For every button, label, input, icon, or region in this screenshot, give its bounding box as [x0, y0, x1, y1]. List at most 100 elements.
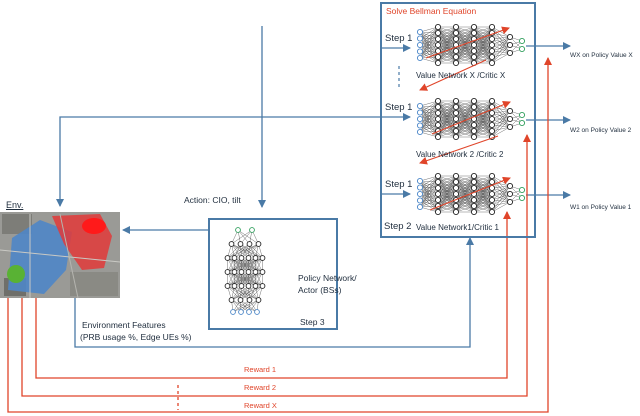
neuron-node: [518, 111, 526, 119]
neuron-node: [518, 186, 526, 194]
neuron-node: [238, 283, 245, 289]
env-label: Env.: [6, 200, 24, 210]
neuron-node: [470, 103, 478, 111]
reward-2-arrow: [21, 134, 531, 397]
neuron-node: [488, 127, 496, 135]
neuron-node: [434, 23, 442, 31]
neuron-node: [235, 227, 241, 233]
neuron-node: [259, 255, 266, 261]
neuron-node: [434, 115, 442, 123]
neuron-node: [224, 283, 231, 289]
wx-output-label: WX on Policy Value X: [570, 52, 633, 59]
environment-map-image: [0, 212, 121, 299]
action-label: Action: CIO, tilt: [184, 195, 241, 205]
neuron-node: [416, 128, 424, 136]
neuron-node: [452, 97, 460, 105]
neuron-node: [231, 255, 238, 261]
neuron-node: [470, 41, 478, 49]
neuron-node: [452, 53, 460, 61]
reward-x-arrow: [7, 57, 552, 413]
neuron-node: [246, 309, 252, 315]
neuron-node: [452, 109, 460, 117]
neuron-node: [470, 196, 478, 204]
neuron-node: [488, 41, 496, 49]
step3-label: Step 3: [300, 317, 325, 327]
neuron-node: [488, 196, 496, 204]
neuron-node: [245, 269, 252, 275]
neuron-node: [231, 269, 238, 275]
neuron-node: [488, 59, 496, 67]
neuron-node: [238, 309, 244, 315]
neuron-node: [434, 53, 442, 61]
neuron-node: [452, 115, 460, 123]
value-network-x-label: Value Network X /Critic X: [416, 71, 506, 80]
neuron-node: [470, 97, 478, 105]
value-network-1-label: Value Network1/Critic 1: [416, 223, 499, 232]
reward-x-label: Reward X: [244, 401, 277, 410]
neuron-node: [452, 184, 460, 192]
reward-1-label: Reward 1: [244, 365, 277, 374]
neuron-node: [506, 198, 514, 206]
neuron-node: [434, 103, 442, 111]
neuron-node: [488, 121, 496, 129]
neuron-node: [434, 41, 442, 49]
neuron-node: [416, 41, 424, 49]
neuron-node: [452, 59, 460, 67]
w2-output-label: W2 on Policy Value 2: [570, 127, 632, 134]
neuron-node: [434, 172, 442, 180]
neuron-node: [255, 241, 262, 247]
neuron-node: [506, 107, 514, 115]
neuron-node: [416, 54, 424, 62]
neuron-node: [470, 178, 478, 186]
neuron-node: [518, 119, 526, 127]
neuron-node: [434, 35, 442, 43]
neuron-node: [416, 48, 424, 55]
neuron-node: [434, 178, 442, 186]
neuron-node: [452, 47, 460, 55]
neuron-node: [470, 121, 478, 129]
neuron-node: [488, 202, 496, 210]
neuron-node: [231, 283, 238, 289]
critic-networks-box: [380, 2, 536, 238]
neuron-node: [434, 190, 442, 198]
neuron-node: [434, 196, 442, 204]
neuron-node: [416, 115, 424, 123]
neuron-node: [416, 203, 424, 211]
neuron-node: [416, 28, 424, 36]
neuron-node: [452, 133, 460, 141]
neuron-node: [246, 241, 253, 247]
value-network-2-graph: [416, 97, 526, 141]
neuron-node: [488, 35, 496, 43]
neuron-node: [452, 127, 460, 135]
neuron-node: [224, 255, 231, 261]
neuron-node: [416, 122, 424, 129]
neuron-node: [434, 184, 442, 192]
neuron-node: [452, 103, 460, 111]
neuron-node: [237, 297, 244, 303]
neuron-node: [506, 33, 514, 41]
neuron-node: [470, 29, 478, 37]
neuron-node: [434, 121, 442, 129]
bellman-arrows: [419, 26, 511, 211]
env-features-label-line2: (PRB usage %, Edge UEs %): [80, 332, 192, 342]
neuron-node: [488, 23, 496, 31]
neuron-node: [416, 190, 424, 198]
neuron-node: [254, 309, 260, 315]
neuron-node: [259, 269, 266, 275]
neuron-node: [228, 297, 235, 303]
neuron-node: [488, 115, 496, 123]
value-network-1-graph: [416, 172, 526, 216]
neuron-node: [470, 172, 478, 180]
reward-1-arrow: [35, 211, 511, 379]
neuron-node: [237, 241, 244, 247]
neuron-node: [434, 29, 442, 37]
neuron-node: [245, 283, 252, 289]
neuron-node: [434, 109, 442, 117]
neuron-node: [434, 133, 442, 141]
policy-network-graph: [224, 227, 266, 315]
neuron-node: [506, 49, 514, 57]
neuron-node: [452, 35, 460, 43]
step1-x-label: Step 1: [385, 33, 413, 44]
feedback-arrow-to-env: [56, 116, 380, 207]
neural-networks: [224, 23, 526, 315]
